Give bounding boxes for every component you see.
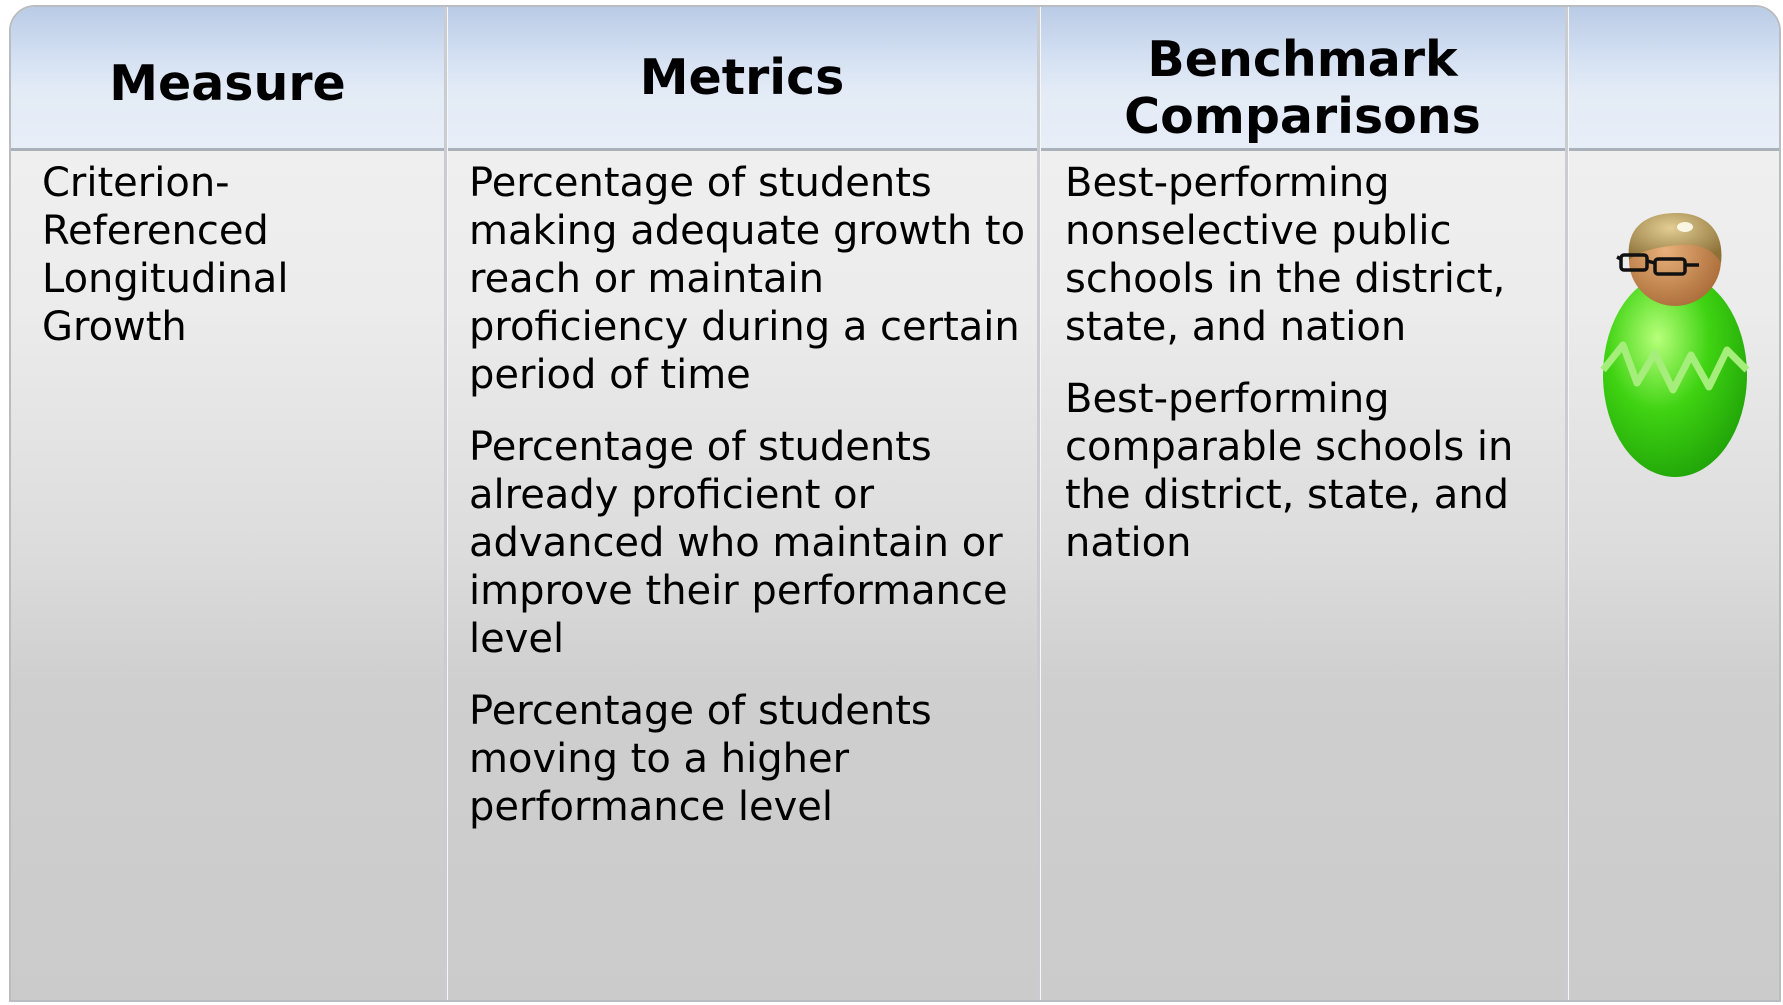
column-divider: [444, 7, 447, 1000]
metric-item: Percentage of students making adequate g…: [469, 160, 1026, 398]
metric-item: Percentage of students moving to a highe…: [469, 688, 932, 830]
avatar-body: [1603, 273, 1747, 477]
column-divider: [1037, 7, 1040, 1000]
comparison-table: Measure Metrics Benchmark Comparisons Cr…: [9, 5, 1781, 1002]
measure-cell: Criterion-Referenced Longitudinal Growth: [42, 159, 322, 375]
metrics-cell: Percentage of students making adequate g…: [469, 159, 1035, 855]
column-divider: [1565, 7, 1568, 1000]
benchmarks-cell: Best-performing nonselective public scho…: [1065, 159, 1560, 591]
avatar-shirt-zigzag: [1600, 341, 1750, 394]
benchmark-item: Best-performing comparable schools in th…: [1065, 376, 1514, 566]
avatar-hair: [1628, 213, 1722, 263]
measure-text: Criterion-Referenced Longitudinal Growth: [42, 160, 289, 350]
student-avatar-icon: [1600, 213, 1750, 477]
header-measure: Measure: [109, 55, 346, 112]
glasses-icon: [1616, 253, 1699, 276]
table-header-row: [11, 7, 1779, 151]
header-metrics: Metrics: [639, 49, 845, 106]
header-benchmark-comparisons: Benchmark Comparisons: [1124, 30, 1481, 145]
metric-item: Percentage of students already proficien…: [469, 424, 1008, 662]
benchmark-item: Best-performing nonselective public scho…: [1065, 160, 1506, 350]
